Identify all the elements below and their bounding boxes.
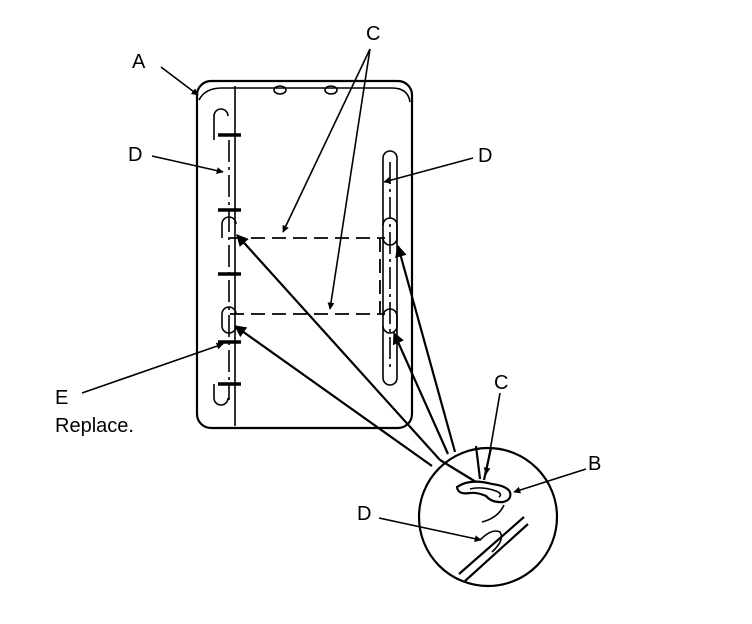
label-b: B [588,453,601,475]
left-slots [213,108,229,406]
label-a: A [132,51,146,73]
label-c-top: C [366,23,380,45]
right-slot [382,150,398,386]
reference-arrows [234,234,457,467]
label-d-right: D [478,145,492,167]
cushion-panel [195,79,414,430]
label-e: E [55,387,68,409]
label-e-note: Replace. [55,415,134,437]
label-d-detail: D [357,503,371,525]
leader-lines [81,48,587,543]
label-c-detail: C [494,372,508,394]
label-d-left: D [128,144,142,166]
